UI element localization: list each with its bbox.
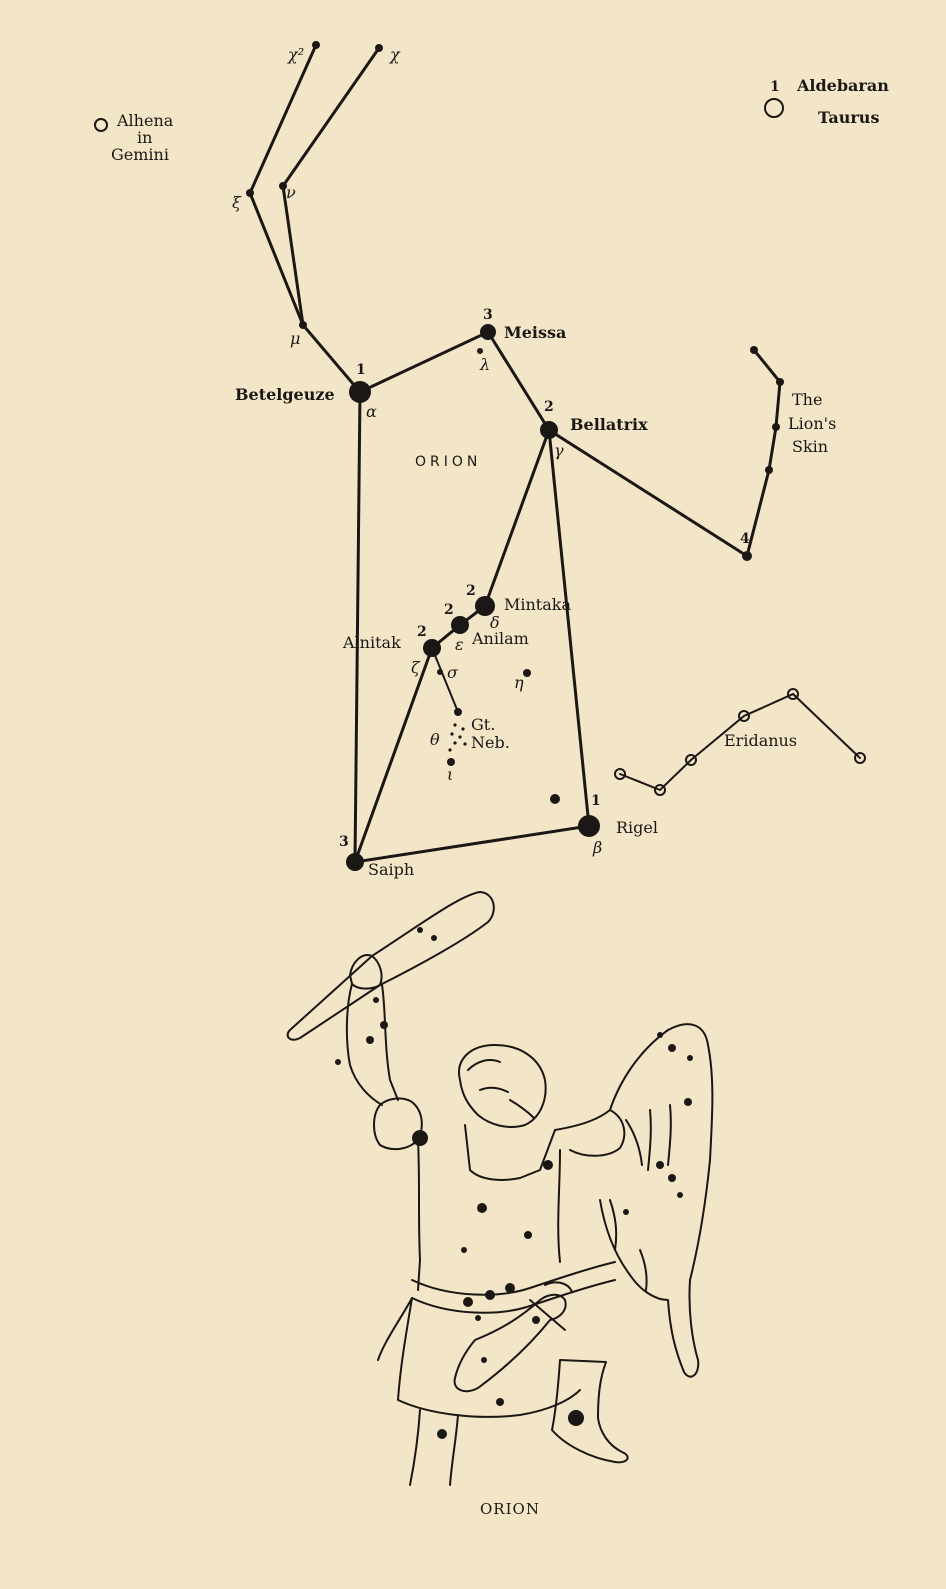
star-chi <box>375 44 383 52</box>
star-lions-skin-d <box>750 346 758 354</box>
greek-zeta: ζ <box>411 658 421 677</box>
star-alnitak <box>423 639 441 657</box>
greek-delta: δ <box>490 613 500 632</box>
stars <box>246 41 784 871</box>
star-field <box>550 794 560 804</box>
star-eta <box>523 669 531 677</box>
label-alhena-2: in <box>137 128 152 147</box>
greek-gamma: γ <box>554 441 564 460</box>
greek-epsilon: ε <box>455 635 464 654</box>
label-lions-skin-3: Skin <box>792 437 828 456</box>
greek-chi: χ <box>389 45 401 64</box>
star-xi <box>246 189 254 197</box>
mag-mintaka: 2 <box>466 583 476 599</box>
label-lions-skin-2: Lion's <box>788 414 836 433</box>
star-iota <box>447 758 455 766</box>
star-mintaka <box>475 596 495 616</box>
star-nu <box>279 182 287 190</box>
greek-xi: ξ <box>232 193 242 212</box>
greek-lambda: λ <box>479 355 490 374</box>
star-lions-skin-a <box>765 466 773 474</box>
greek-sigma: σ <box>447 663 459 682</box>
star-bellatrix <box>540 421 558 439</box>
star-lions-skin-4 <box>742 551 752 561</box>
mag-anilam: 2 <box>444 602 454 618</box>
star-chi2 <box>312 41 320 49</box>
orion-figure-illustration <box>286 891 714 1486</box>
star-lambda <box>477 348 483 354</box>
label-alhena-1: Alhena <box>116 111 174 130</box>
eridanus-stars <box>614 688 866 796</box>
label-mintaka: Mintaka <box>504 595 571 614</box>
greek-letter-labels: χ² χ ξ ν μ α λ γ δ ε ζ σ η θ ι β <box>232 45 602 857</box>
figure-caption: ORION <box>480 1500 540 1518</box>
label-anilam: Anilam <box>471 629 529 648</box>
greek-iota: ι <box>447 765 453 784</box>
label-meissa: Meissa <box>504 323 566 342</box>
star-sigma <box>437 669 443 675</box>
great-nebula-dots <box>448 723 467 752</box>
star-theta-upper <box>454 708 462 716</box>
label-aldebaran: Aldebaran <box>796 76 889 95</box>
alhena-marker <box>94 118 108 132</box>
mag-meissa: 3 <box>483 307 493 323</box>
greek-beta: β <box>592 838 602 857</box>
mag-rigel: 1 <box>591 793 601 809</box>
star-saiph <box>346 853 364 871</box>
star-anilam <box>451 616 469 634</box>
star-name-labels: Betelgeuze Meissa Bellatrix Mintaka Anil… <box>111 76 889 879</box>
label-betelgeuze: Betelgeuze <box>235 385 335 404</box>
star-lions-skin-c <box>776 378 784 386</box>
mag-aldebaran: 1 <box>770 79 780 95</box>
star-lions-skin-b <box>772 423 780 431</box>
label-gt: Gt. <box>471 715 495 734</box>
aldebaran-marker <box>764 98 784 118</box>
star-mu <box>299 321 307 329</box>
star-meissa <box>480 324 496 340</box>
magnitude-labels: 1 2 3 2 2 2 1 3 4 1 <box>339 79 780 850</box>
label-taurus: Taurus <box>818 108 879 127</box>
greek-nu: ν <box>286 183 296 202</box>
mag-saiph: 3 <box>339 834 349 850</box>
label-alhena-3: Gemini <box>111 145 169 164</box>
greek-eta: η <box>514 673 524 692</box>
greek-mu: μ <box>290 329 300 348</box>
star-betelgeuze <box>349 381 371 403</box>
label-lions-skin-1: The <box>792 390 822 409</box>
star-rigel <box>578 815 600 837</box>
mag-lions-skin: 4 <box>740 531 750 547</box>
label-neb: Neb. <box>471 733 510 752</box>
greek-theta: θ <box>430 730 440 749</box>
greek-chi2: χ² <box>287 45 304 64</box>
label-saiph: Saiph <box>368 860 414 879</box>
mag-betelgeuze: 1 <box>356 362 366 378</box>
label-bellatrix: Bellatrix <box>570 415 648 434</box>
greek-alpha: α <box>366 402 377 421</box>
label-eridanus: Eridanus <box>724 731 797 750</box>
mag-bellatrix: 2 <box>544 399 554 415</box>
constellation-label: ORION <box>415 454 481 470</box>
label-rigel: Rigel <box>616 818 658 837</box>
label-alnitak: Alnitak <box>342 633 401 652</box>
mag-alnitak: 2 <box>417 624 427 640</box>
